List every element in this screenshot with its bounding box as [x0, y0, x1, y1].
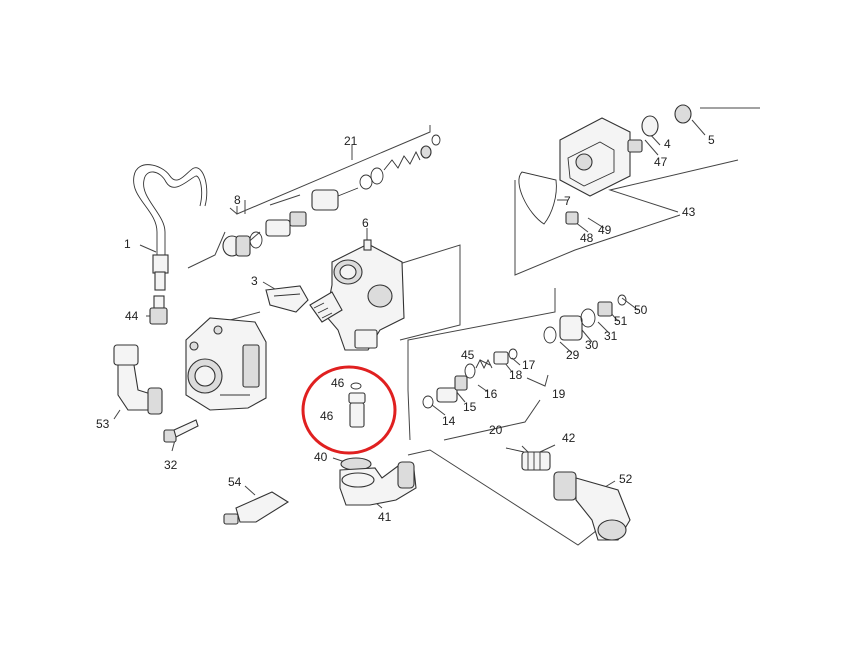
callout-19: 19 — [552, 387, 566, 401]
callout-8: 8 — [234, 193, 241, 207]
callout-45: 45 — [461, 348, 475, 362]
callout-40: 40 — [314, 450, 328, 464]
bolt-part-32 — [163, 419, 199, 443]
callout-20: 20 — [489, 423, 503, 437]
callout-47: 47 — [654, 155, 668, 169]
valve-chain-part-14-20 — [422, 348, 518, 409]
callout-29: 29 — [566, 348, 580, 362]
callout-1: 1 — [124, 237, 131, 251]
callout-44: 44 — [125, 309, 139, 323]
callout-49: 49 — [598, 223, 612, 237]
valve-assembly-part-8 — [222, 211, 307, 257]
callout-51: 51 — [614, 314, 628, 328]
callout-21: 21 — [344, 134, 358, 148]
elbow-part-41 — [339, 457, 417, 506]
callout-6: 6 — [362, 216, 369, 230]
callout-14: 14 — [442, 414, 456, 428]
callout-53: 53 — [96, 417, 110, 431]
highlight-circle — [301, 365, 397, 455]
callout-32: 32 — [164, 458, 178, 472]
clip-part-3 — [265, 285, 309, 313]
callout-46-top: 46 — [331, 376, 345, 390]
callout-54: 54 — [228, 475, 242, 489]
callout-18: 18 — [509, 368, 523, 382]
callout-15: 15 — [463, 400, 477, 414]
callout-52: 52 — [619, 472, 633, 486]
pump-body-part-6 — [309, 239, 405, 351]
cylinder-head-part — [518, 104, 692, 225]
callout-17: 17 — [522, 358, 536, 372]
circled-part-46 — [348, 382, 366, 428]
callout-3: 3 — [251, 274, 258, 288]
hose-part-1 — [133, 164, 208, 291]
callout-5: 5 — [708, 133, 715, 147]
fitting-part-44 — [149, 295, 168, 325]
callout-46-bottom: 46 — [320, 409, 334, 423]
valve-assembly-part-29-51 — [543, 294, 627, 344]
callout-50: 50 — [634, 303, 648, 317]
callout-48: 48 — [580, 231, 594, 245]
filter-part-42 — [505, 447, 551, 471]
callout-labels: 1 3 4 5 6 7 8 14 15 16 17 18 19 20 21 29… — [96, 133, 715, 524]
callout-16: 16 — [484, 387, 498, 401]
callout-30: 30 — [585, 338, 599, 352]
callout-42: 42 — [562, 431, 576, 445]
callout-31: 31 — [604, 329, 618, 343]
valve-assembly-part-21 — [311, 134, 441, 211]
pipe-elbow-part-53 — [113, 344, 163, 415]
callout-41: 41 — [378, 510, 392, 524]
callout-43: 43 — [682, 205, 696, 219]
tube-part-54 — [223, 491, 290, 525]
callout-7: 7 — [564, 194, 571, 208]
callout-4: 4 — [664, 137, 671, 151]
pipe-part-52 — [553, 471, 631, 541]
pump-housing-part — [185, 317, 267, 411]
